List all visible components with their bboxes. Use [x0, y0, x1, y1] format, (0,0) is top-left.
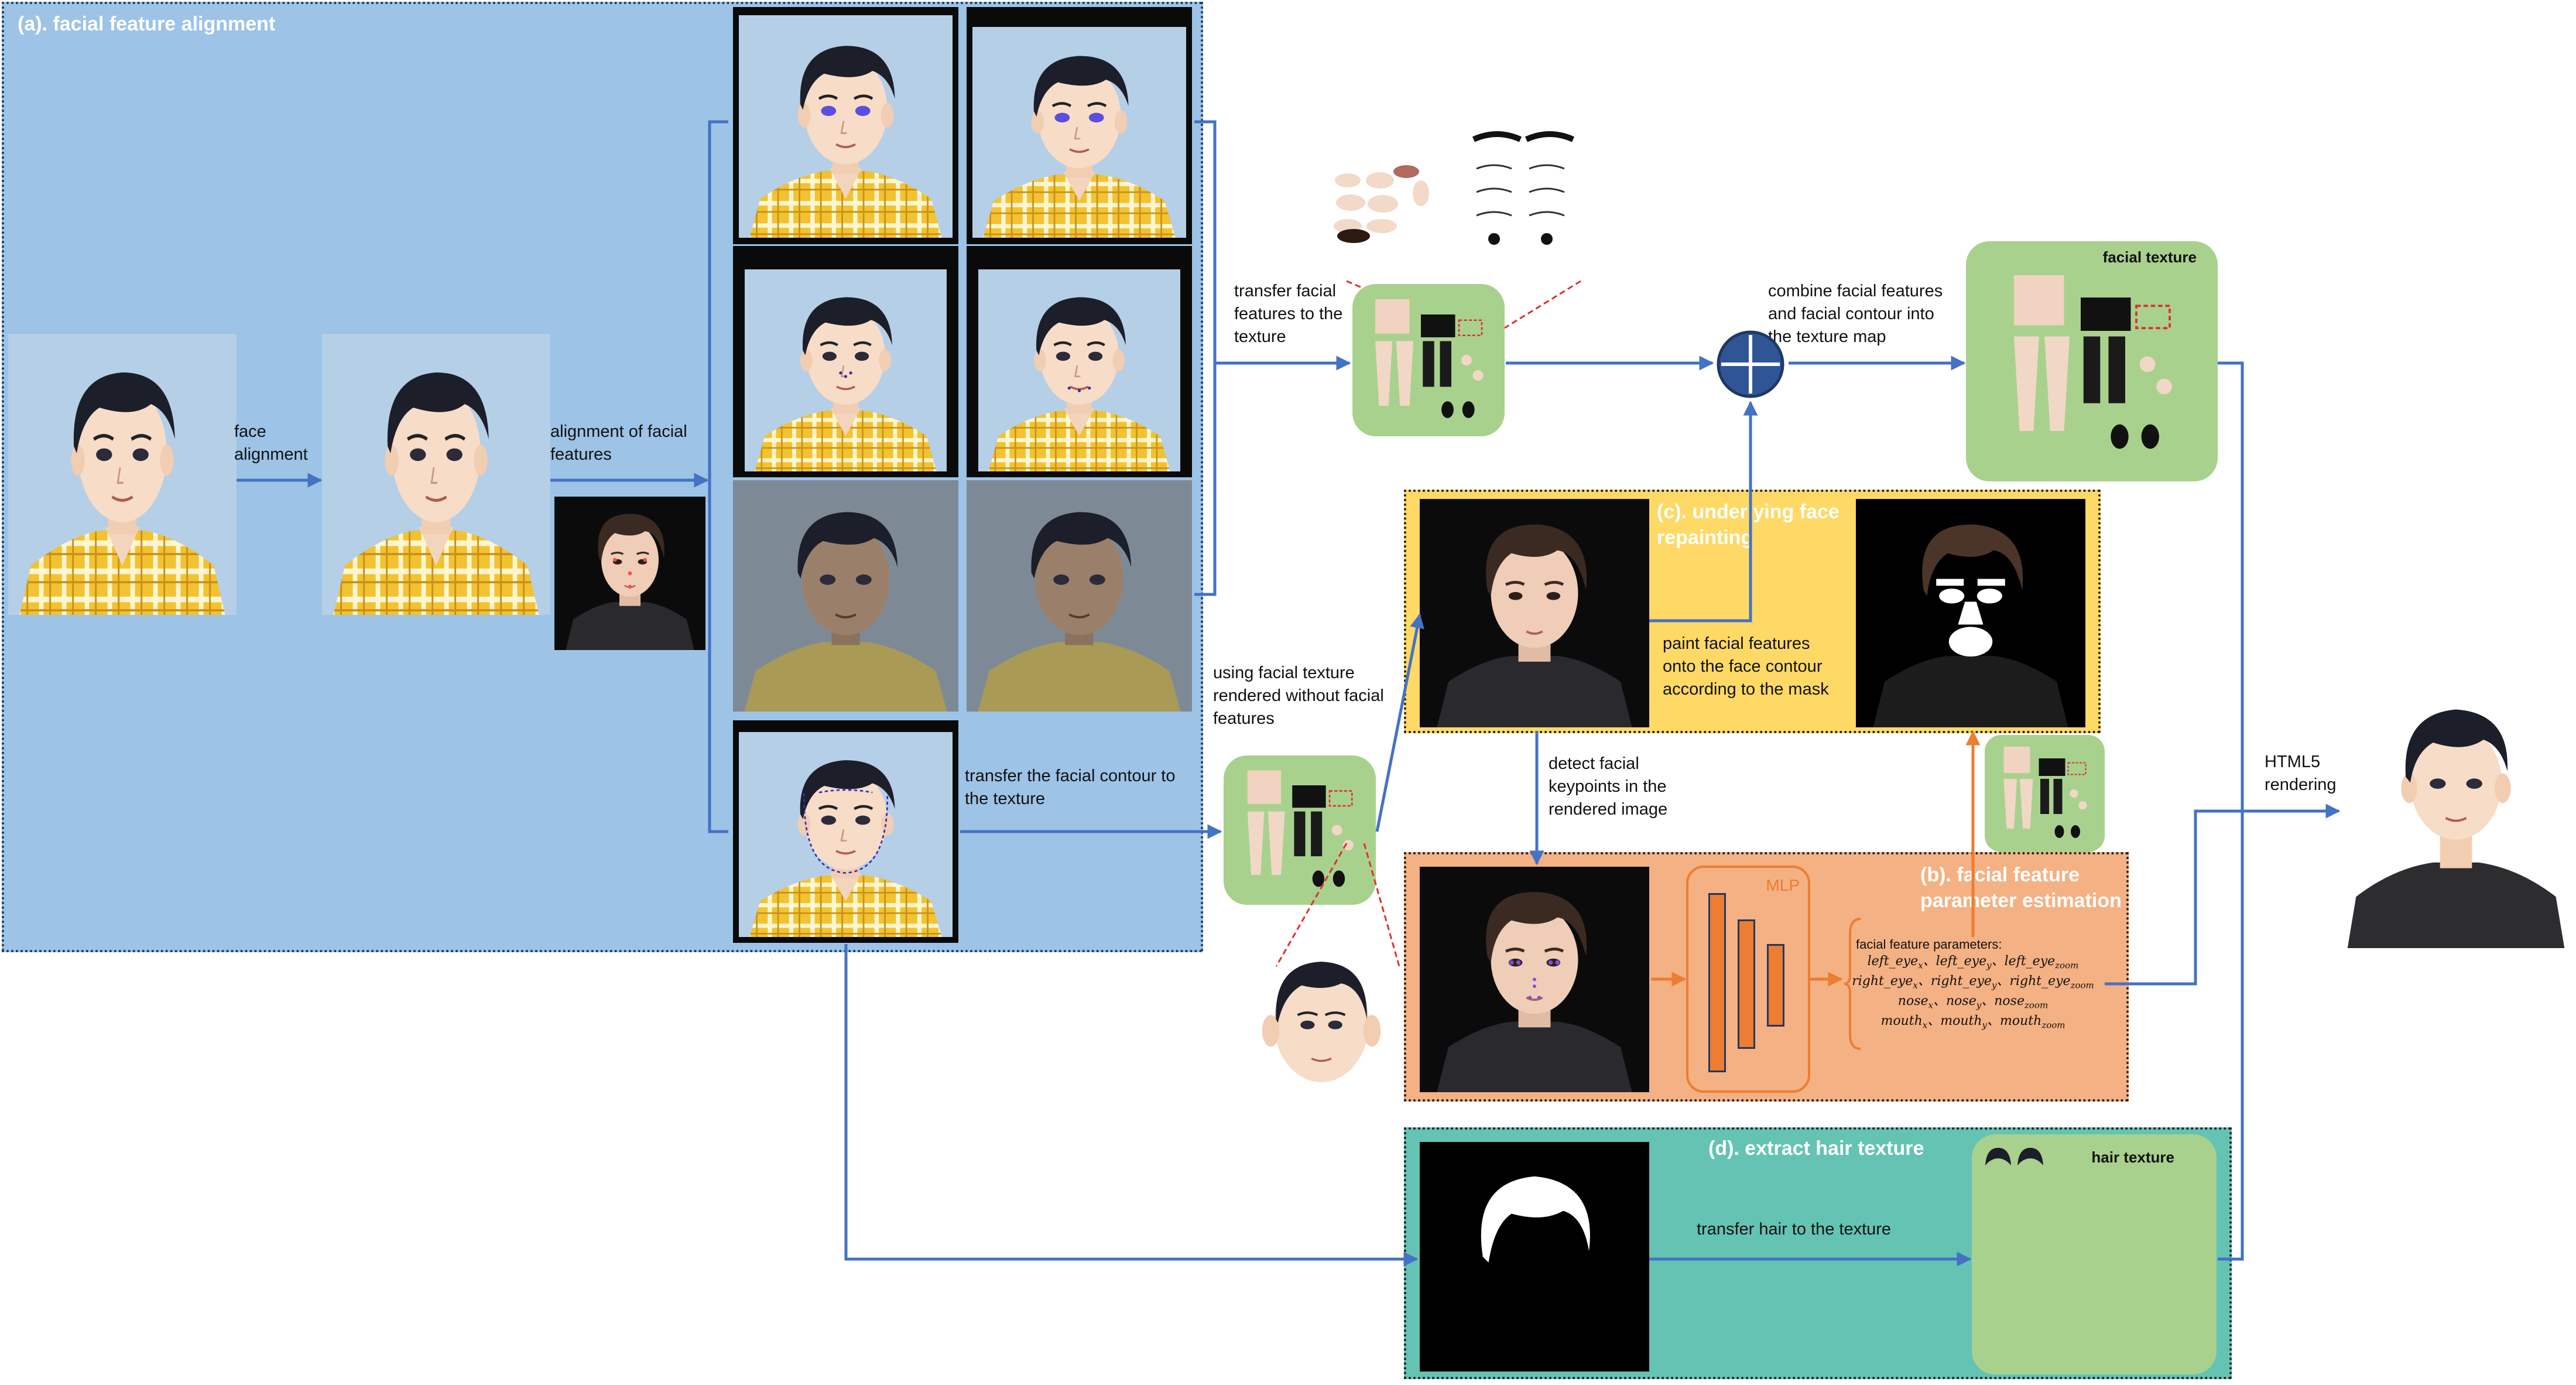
- label-transfer-features: transfer facial features to the texture: [1234, 282, 1343, 347]
- panel-a-title: (a). facial feature alignment: [18, 13, 276, 35]
- hair-texture-title: hair texture: [2091, 1148, 2174, 1166]
- feature-sprites: [1324, 128, 1582, 251]
- mlp-layer: [1738, 919, 1755, 1049]
- label-transfer-hair: transfer hair to the texture: [1697, 1220, 1892, 1239]
- label-transfer-contour: transfer the facial contour to the textu…: [965, 767, 1176, 809]
- texture-atlas-no-features: [1224, 755, 1376, 905]
- texture-atlas-mini: [1985, 735, 2105, 852]
- mlp-layer: [1767, 944, 1784, 1027]
- grid-tile: [967, 480, 1192, 712]
- grid-tile: [733, 246, 958, 477]
- param-row: nosex、nosey、nosezoom: [1897, 994, 2049, 1011]
- keypoint-rendered-avatar: [1420, 867, 1649, 1092]
- label-combine: combine facial features and facial conto…: [1768, 282, 1943, 347]
- grid-tile: [733, 7, 958, 244]
- label-alignment-of-features: alignment of facial features: [550, 422, 687, 464]
- mlp-label: MLP: [1766, 876, 1800, 894]
- hair-mask: [1420, 1142, 1649, 1372]
- param-row: right_eyex、right_eyey、right_eyezoom: [1852, 974, 2094, 991]
- panel-d-title: (d). extract hair texture: [1708, 1137, 1924, 1160]
- combine-plus-node: [1717, 330, 1784, 398]
- keypoint-avatar: [554, 497, 705, 650]
- label-detect-keypoints: detect facial keypoints in the rendered …: [1549, 754, 1668, 819]
- face-contour-sprite: [1242, 940, 1400, 1098]
- param-brace: [1844, 918, 1861, 1050]
- texture-atlas-small: [1352, 284, 1505, 436]
- facial-texture-card: facial texture: [1966, 241, 2218, 481]
- label-paint-features: paint facial features onto the face cont…: [1663, 634, 1829, 699]
- facial-texture-title: facial texture: [2102, 248, 2197, 266]
- param-title: facial feature parameters:: [1856, 937, 2002, 952]
- input-avatar: [8, 334, 237, 615]
- rendered-avatar: [1420, 499, 1649, 727]
- label-face-alignment: face alignment: [234, 422, 308, 464]
- param-list: facial feature parameters: left_eyex、lef…: [1850, 937, 2096, 1032]
- contour-tile: [733, 720, 958, 943]
- mlp-layer: [1708, 893, 1726, 1072]
- output-avatar: [2342, 671, 2570, 952]
- bracket-textures: [2218, 361, 2244, 1261]
- grid-tile: [967, 7, 1192, 244]
- label-html5: HTML5 rendering: [2265, 753, 2337, 795]
- param-rows: left_eyex、left_eyey、left_eyezoom right_ey…: [1850, 952, 2096, 1032]
- grid-tile: [967, 246, 1192, 477]
- label-using-texture: using facial texture rendered without fa…: [1213, 664, 1384, 729]
- aligned-avatar: [322, 334, 550, 615]
- param-row: mouthx、mouthy、mouthzoom: [1880, 1014, 2065, 1031]
- mlp-block: MLP: [1686, 866, 1810, 1093]
- panel-b-title: (b). facial feature parameter estimation: [1920, 864, 2122, 912]
- grid-tile: [733, 480, 958, 712]
- param-row: left_eyex、left_eyey、left_eyezoom: [1867, 954, 2079, 971]
- hair-texture-card: hair texture: [1972, 1134, 2217, 1374]
- mask-avatar: [1856, 499, 2085, 727]
